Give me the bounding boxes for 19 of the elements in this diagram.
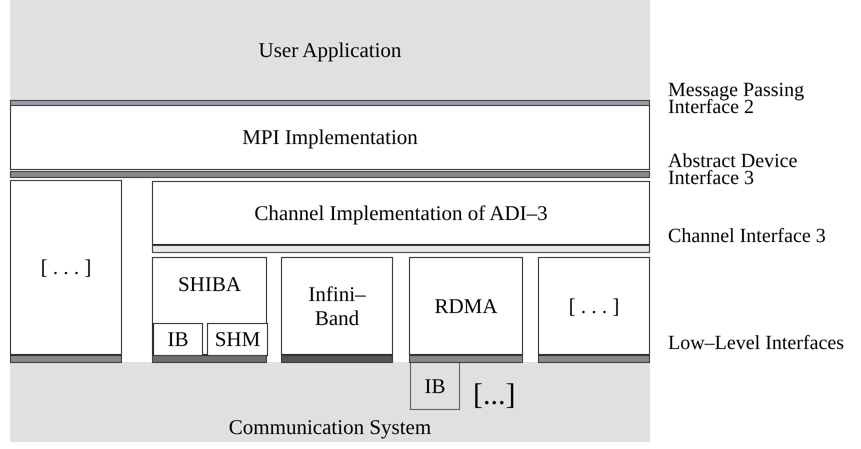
layer-box: IB xyxy=(410,362,460,410)
layer-title: SHIBA xyxy=(178,272,241,297)
interface-label: Abstract Device Interface 3 xyxy=(668,153,798,187)
layer-band xyxy=(10,362,650,442)
interface-label: Channel Interface 3 xyxy=(668,228,827,245)
layer-box: Channel Implementation of ADI–3 xyxy=(152,181,650,245)
layer-box: [ . . . ] xyxy=(538,257,650,355)
layer-box xyxy=(152,257,267,355)
layer-box: RDMA xyxy=(409,257,523,355)
layer-box: SHM xyxy=(207,323,268,356)
layer-box: MPI Implementation xyxy=(10,105,650,170)
layer-band: User Application xyxy=(10,0,650,100)
layer-box: [ . . . ] xyxy=(10,180,122,355)
layer-box: IB xyxy=(153,323,203,356)
layer-title: Communication System xyxy=(228,415,432,440)
interface-label: Low–Level Interfaces xyxy=(668,335,846,352)
interface-label: Message Passing Interface 2 xyxy=(668,82,806,116)
ellipsis-text: [...] xyxy=(473,378,516,412)
layer-box: Infini– Band xyxy=(281,257,393,355)
